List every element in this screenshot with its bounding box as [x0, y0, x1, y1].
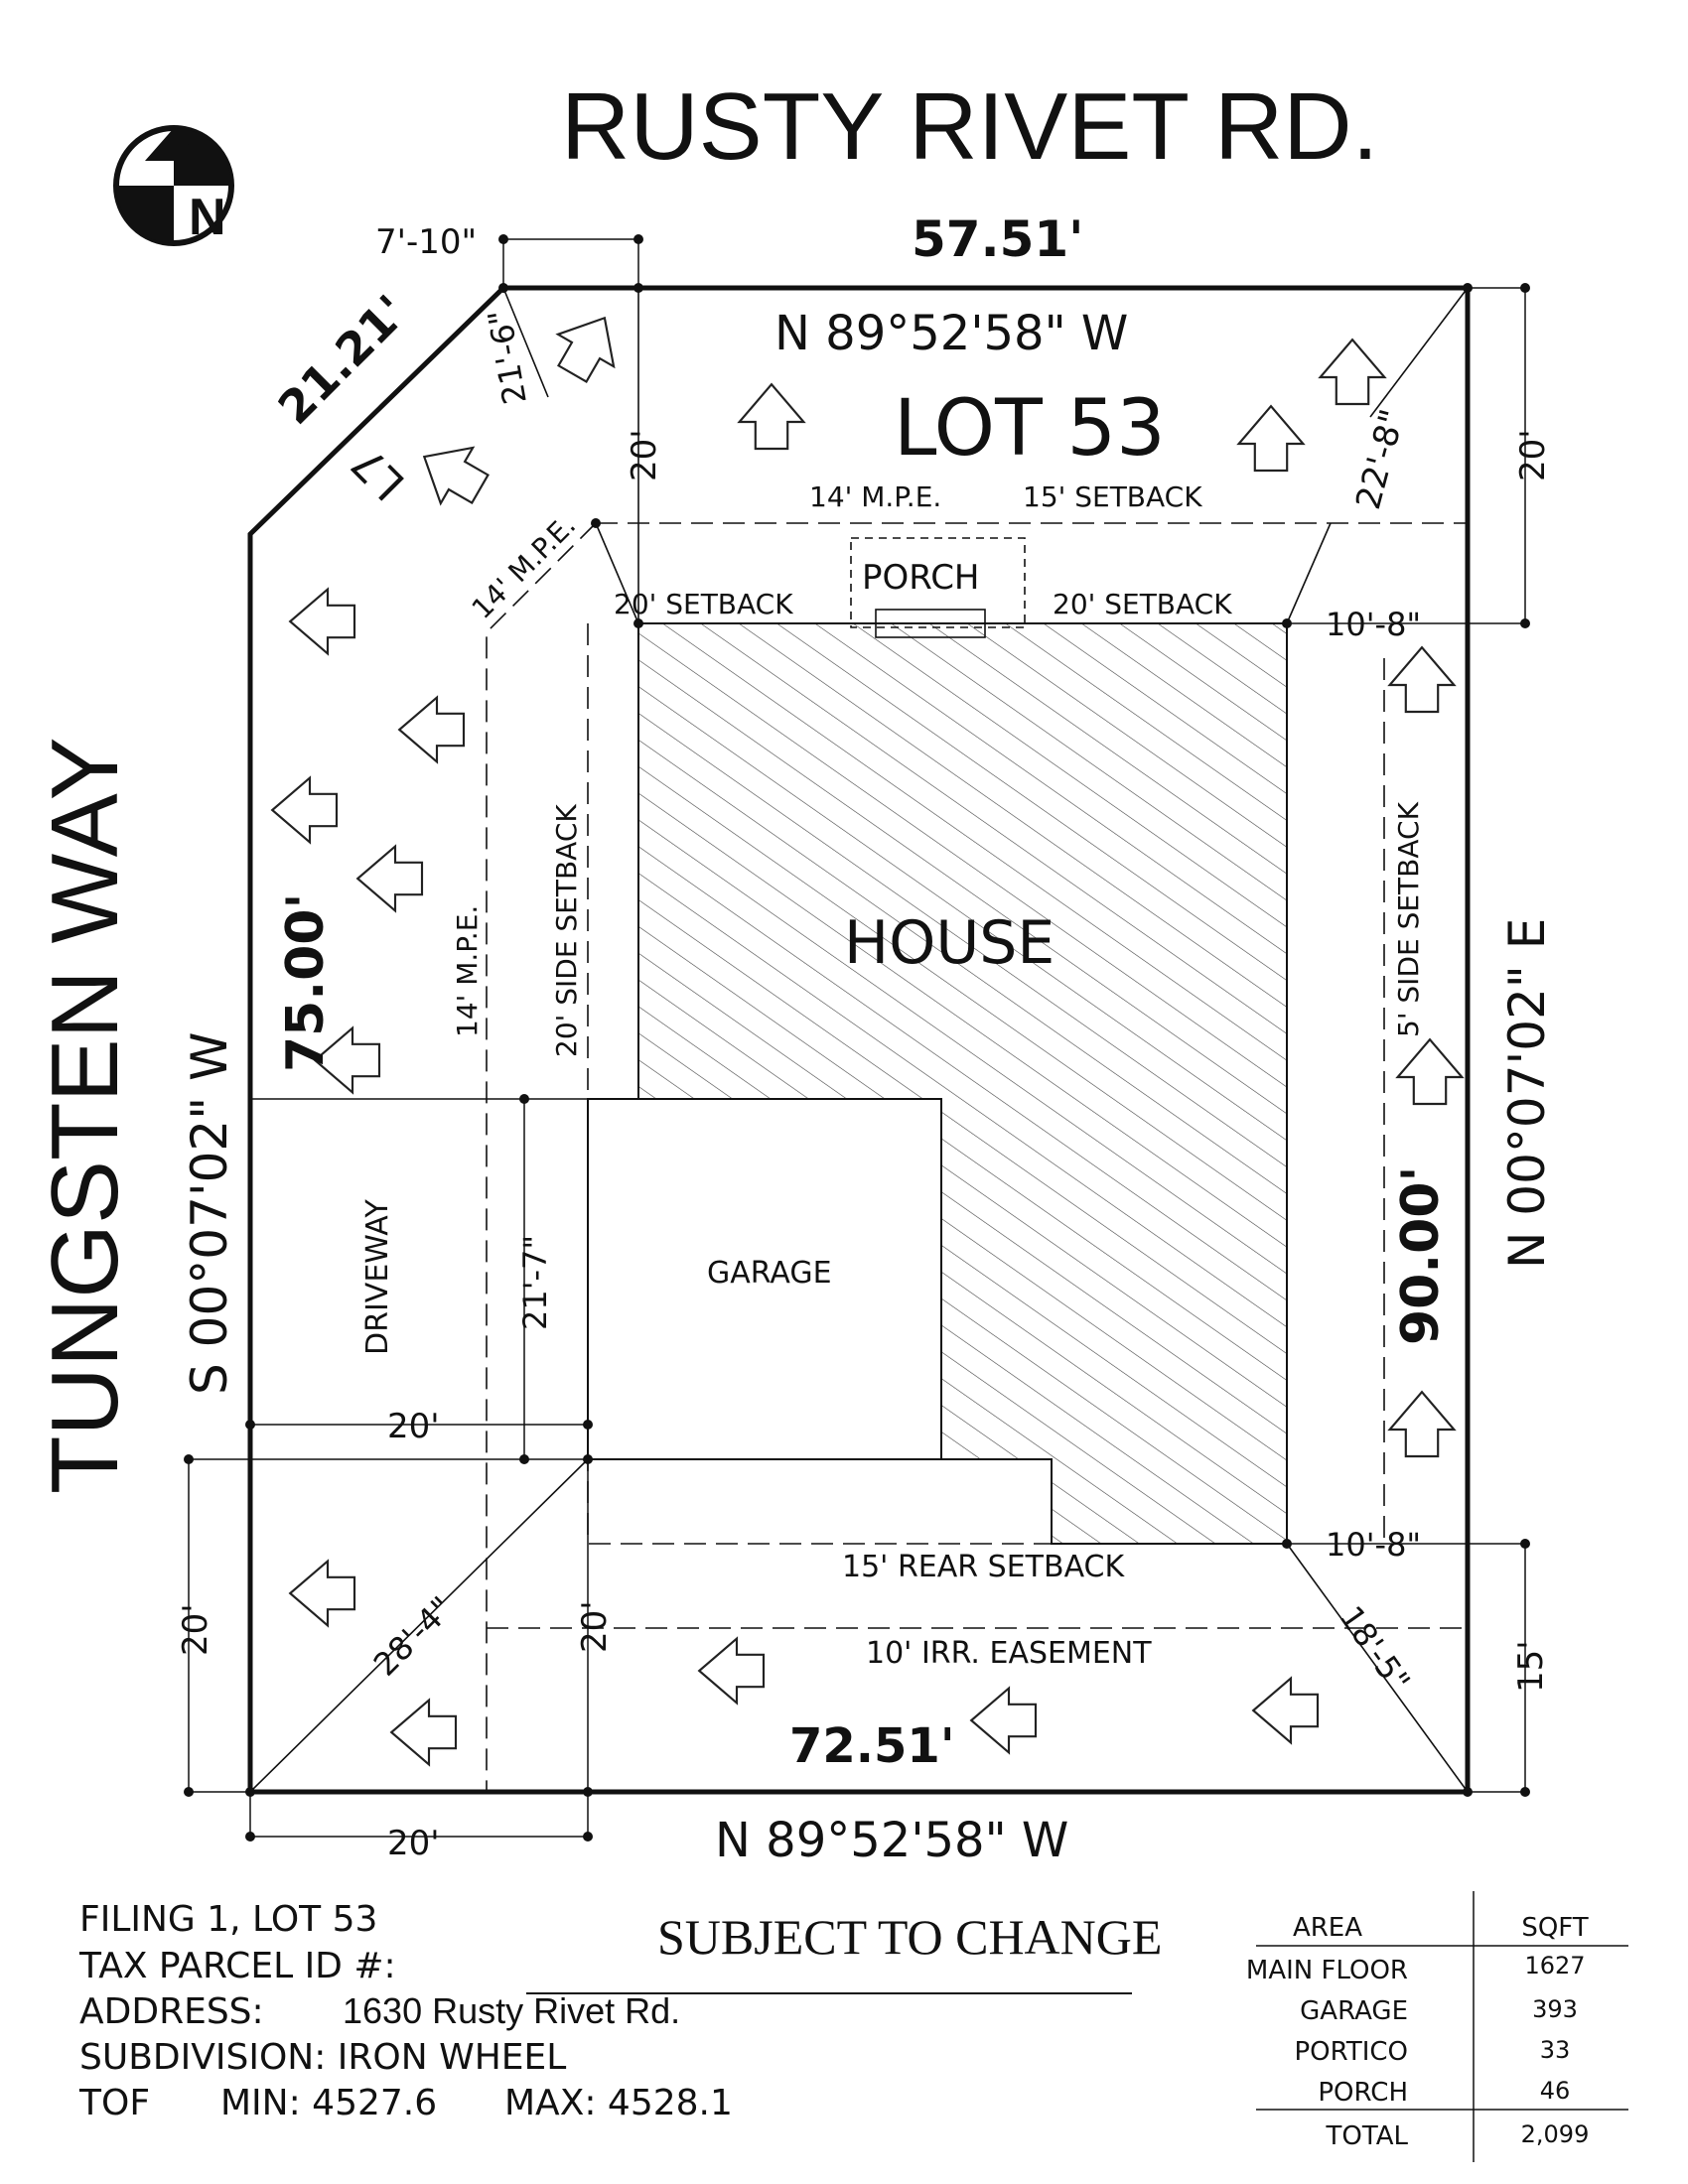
- area-table-header-area: AREA: [1293, 1913, 1362, 1943]
- drainage-arrow-icon: [1387, 645, 1457, 714]
- dimension-lines: [188, 238, 1526, 1838]
- dimension-dots: [184, 234, 1530, 1842]
- rear-setback-label: 15' REAR SETBACK: [842, 1550, 1126, 1584]
- front-setback-label: 15' SETBACK: [1023, 480, 1202, 513]
- street-name-north: RUSTY RIVET RD.: [561, 73, 1378, 180]
- driveway-label: DRIVEWAY: [360, 1199, 395, 1355]
- dim-top-left-offset: 7'-10": [375, 222, 477, 262]
- area-row-value: 46: [1540, 2077, 1571, 2105]
- info-tof-min: MIN: 4527.6: [220, 2083, 437, 2123]
- drainage-arrow-icon: [1395, 1037, 1465, 1106]
- info-filing: FILING 1, LOT 53: [79, 1899, 377, 1940]
- lot-boundary: [247, 285, 1471, 1795]
- dim-east-side-top: 10'-8": [1326, 606, 1421, 643]
- driveway-edges: [250, 1098, 638, 1426]
- info-address-label: ADDRESS:: [79, 1991, 264, 2032]
- side-setback-east-label: 5' SIDE SETBACK: [1392, 801, 1425, 1037]
- drainage-arrow-icon: [389, 1698, 458, 1767]
- north-length: 57.51': [912, 210, 1083, 268]
- dim-rear-depth: 20': [575, 1600, 615, 1653]
- area-table-header-sqft: SQFT: [1521, 1913, 1588, 1943]
- corner-diagonals: [249, 287, 1469, 1793]
- dim-garage-offset: 21'-7": [516, 1235, 554, 1330]
- area-row-value: 33: [1540, 2036, 1571, 2064]
- dim-sw-diagonal: 28'-4": [366, 1589, 461, 1684]
- drainage-arrow-icon: [1318, 338, 1387, 406]
- south-length: 72.51': [789, 1718, 955, 1774]
- front-mpe-label: 14' M.P.E.: [809, 480, 941, 513]
- dim-bottom-width: 20': [387, 1824, 440, 1863]
- west-bearing: S 00°07'02" W: [181, 1031, 238, 1395]
- drainage-arrow-icon: [355, 844, 424, 913]
- drainage-arrow-group: [270, 316, 1465, 1767]
- drainage-arrow-icon: [697, 1636, 766, 1706]
- info-subdivision: SUBDIVISION: IRON WHEEL: [79, 2037, 566, 2078]
- east-length: 90.00': [1391, 1166, 1451, 1345]
- info-tof-label: TOF: [78, 2083, 150, 2123]
- drainage-arrow-icon: [1236, 404, 1306, 473]
- east-bearing: N 00°07'02" E: [1498, 918, 1556, 1269]
- info-address-value: 1630 Rusty Rivet Rd.: [343, 1990, 680, 2031]
- area-total-label: TOTAL: [1326, 2121, 1409, 2151]
- drainage-arrow-icon: [313, 1025, 381, 1095]
- porch-outline: [850, 537, 1026, 628]
- drainage-arrow-icon: [555, 316, 616, 383]
- nw-mpe-label: 14' M.P.E.: [466, 508, 583, 625]
- porch-label: PORCH: [862, 558, 980, 598]
- dim-east-side-bottom: 10'-8": [1326, 1526, 1421, 1564]
- info-tax-parcel-label: TAX PARCEL ID #:: [78, 1946, 396, 1986]
- area-row-label: GARAGE: [1300, 1996, 1408, 2026]
- garage-label: GARAGE: [707, 1256, 832, 1291]
- street-name-west: TUNGSTEN WAY: [32, 737, 138, 1494]
- corner-curve-label: L7: [343, 437, 415, 509]
- area-total-value: 2,099: [1521, 2120, 1590, 2148]
- side-setback-west-label: 20' SIDE SETBACK: [550, 804, 583, 1057]
- area-row-label: MAIN FLOOR: [1246, 1956, 1408, 1985]
- drainage-arrow-icon: [288, 587, 356, 656]
- drainage-arrow-icon: [969, 1686, 1038, 1755]
- subject-to-change-stamp: SUBJECT TO CHANGE: [657, 1909, 1162, 1965]
- drainage-arrow-icon: [288, 1559, 356, 1628]
- area-table: AREA SQFT MAIN FLOOR 1627 GARAGE 393 POR…: [1246, 1891, 1628, 2162]
- dim-se-depth: 15': [1511, 1640, 1551, 1693]
- drainage-arrow-icon: [1387, 1390, 1457, 1458]
- dim-nw-diagonal: 21'-6": [481, 307, 534, 407]
- area-row-value: 393: [1532, 1995, 1578, 2023]
- drainage-arrow-icon: [1251, 1676, 1320, 1745]
- dim-sw-depth: 20': [176, 1603, 215, 1656]
- drainage-arrow-icon: [422, 446, 490, 506]
- area-row-value: 1627: [1524, 1952, 1585, 1979]
- dim-driveway-width: 20': [387, 1407, 440, 1446]
- dim-se-diagonal: 18'-5": [1332, 1599, 1417, 1700]
- setback-20-left-label: 20' SETBACK: [614, 588, 793, 620]
- drainage-arrow-icon: [397, 695, 466, 764]
- irr-easement-label: 10' IRR. EASEMENT: [866, 1636, 1152, 1671]
- info-tof-max: MAX: 4528.1: [504, 2083, 733, 2123]
- south-bearing: N 89°52'58" W: [715, 1813, 1068, 1868]
- lot-name: LOT 53: [894, 384, 1166, 474]
- west-mpe-label: 14' M.P.E.: [451, 905, 484, 1037]
- area-row-label: PORCH: [1318, 2078, 1408, 2108]
- corner-length: 21.21': [268, 285, 418, 435]
- north-arrow-icon: N: [113, 125, 234, 246]
- drainage-arrow-icon: [270, 775, 339, 845]
- drainage-arrow-icon: [737, 382, 806, 451]
- north-arrow-label: N: [189, 189, 226, 246]
- dim-front-setback-depth: 20': [625, 429, 664, 481]
- west-length: 75.00': [276, 893, 336, 1072]
- dim-east-front-depth: 20': [1513, 429, 1553, 481]
- area-row-label: PORTICO: [1295, 2037, 1409, 2067]
- house-label: HOUSE: [844, 908, 1055, 978]
- setback-20-right-label: 20' SETBACK: [1053, 588, 1232, 620]
- dim-ne-diagonal: 22'-8": [1348, 405, 1413, 513]
- north-bearing: N 89°52'58" W: [774, 306, 1128, 361]
